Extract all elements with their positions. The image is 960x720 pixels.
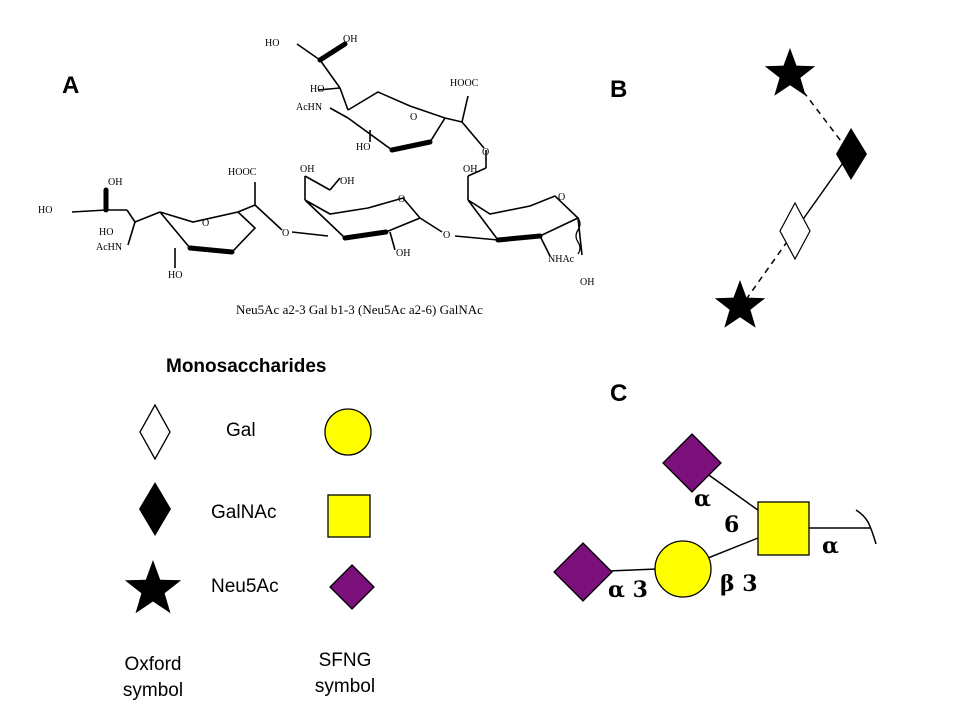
chem-label: HO <box>356 142 370 153</box>
linkage-label: α <box>694 486 711 512</box>
purple-diamond-icon <box>329 564 375 610</box>
chem-label: OH <box>340 176 354 187</box>
chemical-structure: HO OH HO AcHN HOOC HO HOOC OH HO AcHN HO… <box>38 34 594 288</box>
gal-diamond-icon <box>779 201 811 261</box>
structure-caption: Neu5Ac a2-3 Gal b1-3 (Neu5Ac a2-6) GalNA… <box>236 302 483 317</box>
galnac-yellow-square-icon <box>757 501 810 556</box>
chem-label: O <box>558 192 565 203</box>
sfng-symbol-label: SFNG symbol <box>314 650 376 697</box>
chem-label: OH <box>108 177 122 188</box>
chem-label: AcHN <box>96 242 122 253</box>
white-diamond-icon <box>139 403 171 461</box>
panel-c-label: C <box>610 380 628 407</box>
black-star-icon <box>124 560 182 614</box>
chem-label: O <box>410 112 417 123</box>
chem-label: OH <box>463 164 477 175</box>
chem-label: O <box>482 147 489 158</box>
yellow-square-icon <box>327 494 371 538</box>
legend-name-gal: Gal <box>226 420 256 441</box>
chem-label: HO <box>38 205 52 216</box>
panel-a-label: A <box>62 72 80 99</box>
galnac-diamond-icon <box>836 128 867 180</box>
neu5ac-star-icon <box>764 48 816 96</box>
chem-label: HOOC <box>450 78 479 89</box>
chem-label: HO <box>168 270 182 281</box>
oxford-symbol-label: Oxford symbol <box>122 654 184 701</box>
legend-name-galnac: GalNAc <box>211 502 277 523</box>
chem-label: OH <box>300 164 314 175</box>
chem-label: HO <box>310 84 324 95</box>
linkage-label: β 3 <box>720 571 758 597</box>
chem-label: OH <box>396 248 410 259</box>
chem-label: NHAc <box>548 254 575 265</box>
linkage-label: α 3 <box>608 577 648 603</box>
chem-label: O <box>443 230 450 241</box>
linkage-label: 6 <box>724 512 739 538</box>
chem-label: HOOC <box>228 167 257 178</box>
chem-label: HO <box>99 227 113 238</box>
chem-label: O <box>202 218 209 229</box>
panel-b-label: B <box>610 76 628 103</box>
legend-name-neu5ac: Neu5Ac <box>211 576 279 597</box>
chem-label: AcHN <box>296 102 322 113</box>
neu5ac-purple-diamond-icon <box>662 433 722 493</box>
yellow-circle-icon <box>324 408 372 456</box>
chem-label: OH <box>343 34 357 45</box>
neu5ac-star-icon <box>714 280 766 328</box>
chem-label: O <box>282 228 289 239</box>
neu5ac-purple-diamond-icon <box>553 542 613 602</box>
chem-label: O <box>398 194 405 205</box>
linkage-label: α <box>822 533 839 559</box>
gal-yellow-circle-icon <box>654 540 712 598</box>
chem-label: OH <box>580 277 594 288</box>
chem-label: HO <box>265 38 279 49</box>
legend-title: Monosaccharides <box>166 356 327 377</box>
black-diamond-icon <box>139 482 171 536</box>
